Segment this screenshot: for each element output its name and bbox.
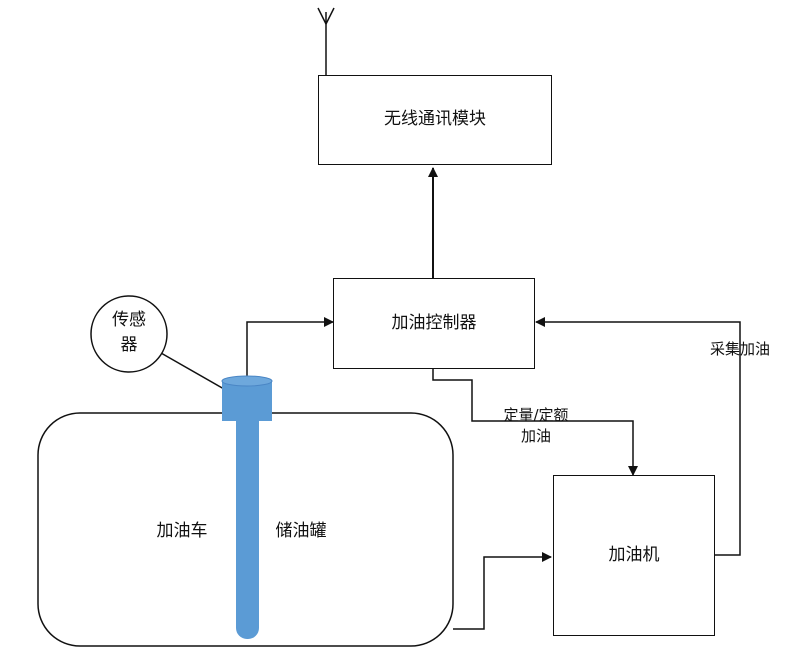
sensor-label-line-2: 器: [120, 335, 138, 355]
arrow-controller-to-dispenser: [432, 369, 638, 476]
vehicle-label: 加油车: [156, 521, 208, 541]
collect-fueling-label: 采集加油: [709, 340, 770, 358]
sensor-label-line-1: 传感: [112, 310, 146, 330]
fuel-dispenser-label: 加油机: [608, 544, 660, 565]
wireless-module-label: 无线通讯模块: [384, 109, 486, 130]
fixed-quantity-label: 定量/定额 加油: [488, 405, 584, 447]
storage-tank-label: 储油罐: [275, 521, 327, 541]
fuel-level-probe: [221, 375, 273, 639]
fuel-controller-box: 加油控制器: [333, 278, 535, 369]
sensor-label: 传感 器: [103, 308, 155, 358]
antenna-icon: [317, 7, 335, 75]
sensor-bubble: [90, 295, 168, 373]
fuel-controller-label: 加油控制器: [391, 312, 477, 333]
wireless-module-box: 无线通讯模块: [318, 75, 552, 165]
arrow-vehicle-to-dispenser: [453, 552, 552, 630]
arrow-dispenser-feedback-to-controller: [535, 317, 741, 556]
fuel-dispenser-box: 加油机: [553, 475, 715, 636]
sensor-leader-line: [160, 352, 225, 390]
fixed-quantity-label-line-2: 加油: [520, 427, 551, 445]
fixed-quantity-label-line-1: 定量/定额: [503, 406, 569, 424]
arrow-probe-to-controller: [246, 317, 334, 378]
